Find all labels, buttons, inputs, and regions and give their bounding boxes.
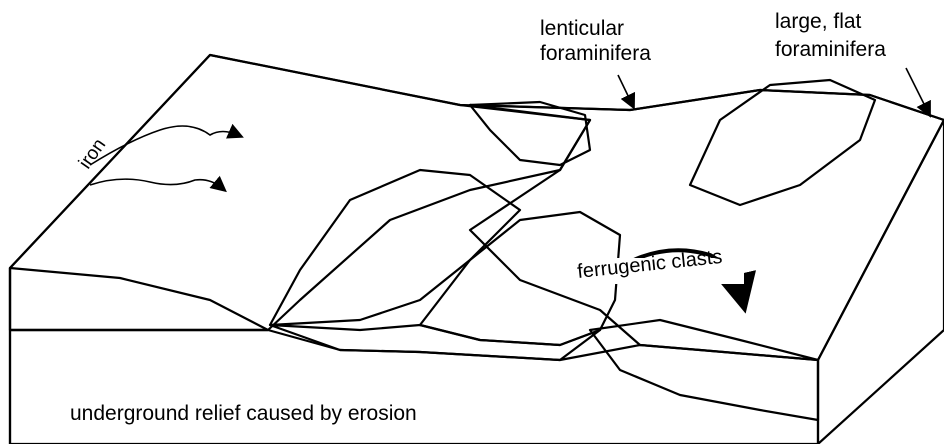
right-face [818, 120, 944, 444]
sand-front-layer [10, 268, 268, 330]
large-flat-pointer [906, 68, 928, 112]
sand-wedge [270, 325, 600, 360]
flat-lenticular-layer [590, 320, 818, 420]
large-flat-foraminifera-lens-top [690, 80, 875, 205]
limestone-front-face [10, 330, 818, 444]
sand-top-surface [10, 55, 590, 330]
iron-arrow-2 [90, 179, 222, 188]
label-large-flat-line1: large, flat [775, 10, 862, 33]
lenticular-foraminifera-region [470, 90, 944, 360]
label-lenticular-line2: foraminifera [540, 42, 651, 65]
lenticular-lens [270, 170, 520, 325]
label-lenticular-line1: lenticular [540, 17, 624, 40]
label-large-flat-line2: foraminifera [775, 38, 886, 61]
label-underground-relief: underground relief caused by erosion [70, 402, 417, 425]
lenticular-pointer [618, 75, 632, 104]
